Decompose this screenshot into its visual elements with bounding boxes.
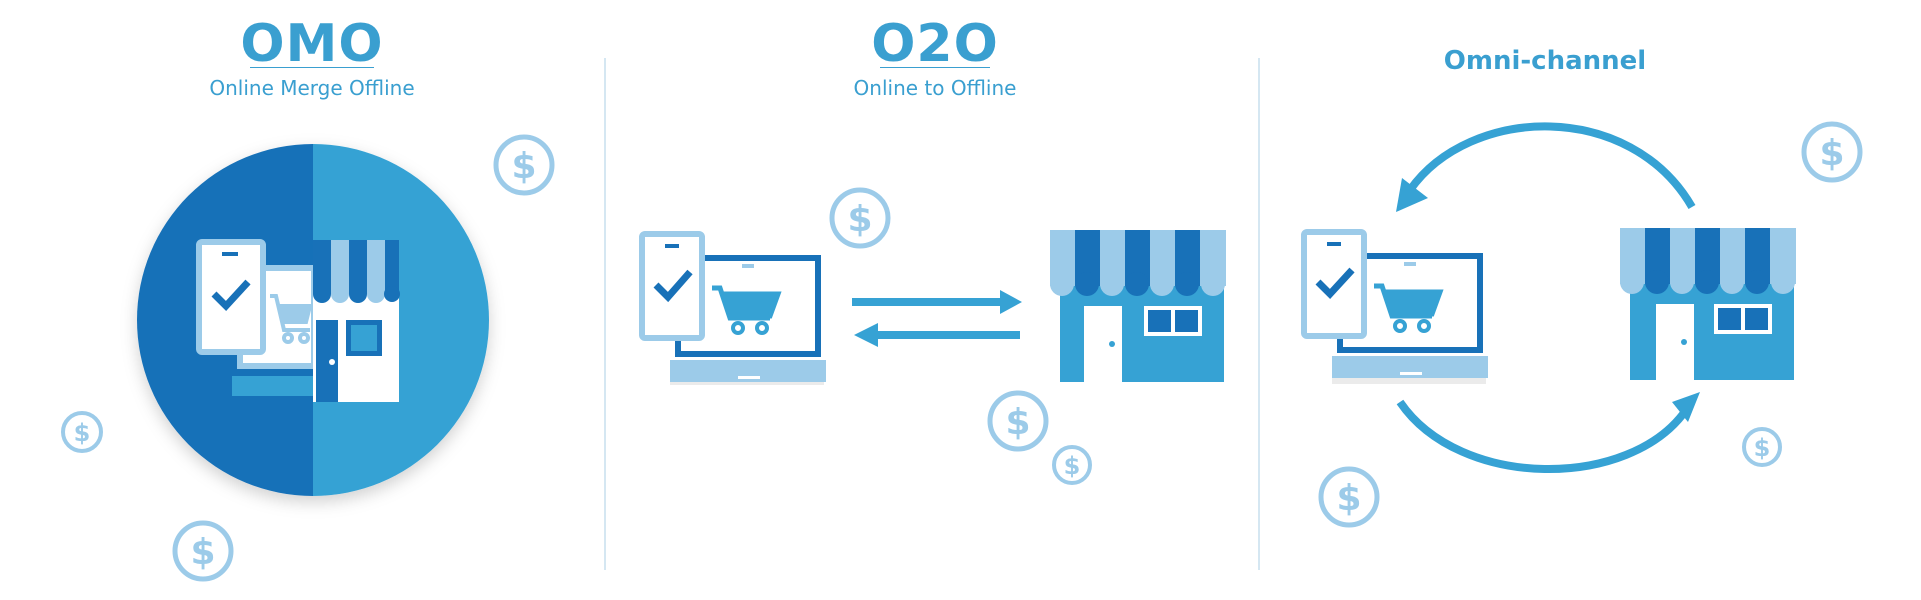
cycle-arrow-top (1406, 122, 1696, 210)
o2o-checkmark-icon (653, 269, 693, 303)
omo-title: OMO (240, 14, 384, 74)
omni-shopping-cart-icon (1374, 283, 1444, 333)
omo-storefront-icon (313, 240, 400, 402)
o2o-title-rule (880, 67, 990, 68)
omo-illustration (137, 144, 489, 496)
omo-title-rule (250, 67, 374, 68)
o2o-shopping-cart-icon (712, 285, 782, 335)
svg-text:$: $ (74, 419, 91, 447)
omni-smartphone-icon (1301, 229, 1367, 339)
omo-checkmark-icon (211, 279, 251, 312)
cycle-arrow-icon (1396, 122, 1696, 473)
cycle-arrow-top-head (1396, 178, 1428, 212)
omo-store-awning (313, 240, 400, 303)
omo-smartphone-icon (196, 239, 266, 355)
omni-storefront-icon (1620, 228, 1796, 380)
dollar-coin-icon: $ (493, 134, 555, 196)
dollar-coin-icon: $ (1052, 445, 1092, 485)
o2o-storefront-icon (1050, 230, 1226, 382)
svg-text:$: $ (190, 532, 215, 573)
omo-shopping-cart-icon (270, 294, 313, 344)
cycle-arrow-bottom (1396, 399, 1690, 473)
arrow-left-icon (854, 323, 1020, 347)
cycle-arrow-bottom-head (1672, 392, 1700, 422)
dollar-coin-icon: $ (1742, 427, 1782, 467)
o2o-title: O2O (871, 14, 999, 74)
panel-divider-left (604, 58, 606, 570)
svg-text:$: $ (1064, 452, 1081, 480)
dollar-coin-icon: $ (829, 187, 891, 249)
svg-text:$: $ (1336, 478, 1361, 519)
panel-divider-right (1258, 58, 1260, 570)
dollar-coin-icon: $ (987, 390, 1049, 452)
o2o-subtitle: Online to Offline (853, 76, 1017, 100)
dollar-coin-icon: $ (61, 411, 103, 453)
svg-text:$: $ (1819, 133, 1844, 174)
svg-text:$: $ (511, 146, 536, 187)
svg-text:$: $ (847, 199, 872, 240)
dollar-coin-icon: $ (1801, 121, 1863, 183)
omo-circle-offline-half (313, 144, 489, 496)
svg-text:$: $ (1754, 434, 1771, 462)
dollar-coin-icon: $ (1318, 466, 1380, 528)
o2o-smartphone-icon (639, 231, 705, 341)
omni-checkmark-icon (1315, 267, 1355, 300)
omo-subtitle: Online Merge Offline (209, 76, 415, 100)
svg-text:$: $ (1005, 402, 1030, 443)
omni-channel-title: Omni-channel (1443, 46, 1647, 76)
arrow-right-icon (852, 290, 1022, 314)
dollar-coin-icon: $ (172, 520, 234, 582)
